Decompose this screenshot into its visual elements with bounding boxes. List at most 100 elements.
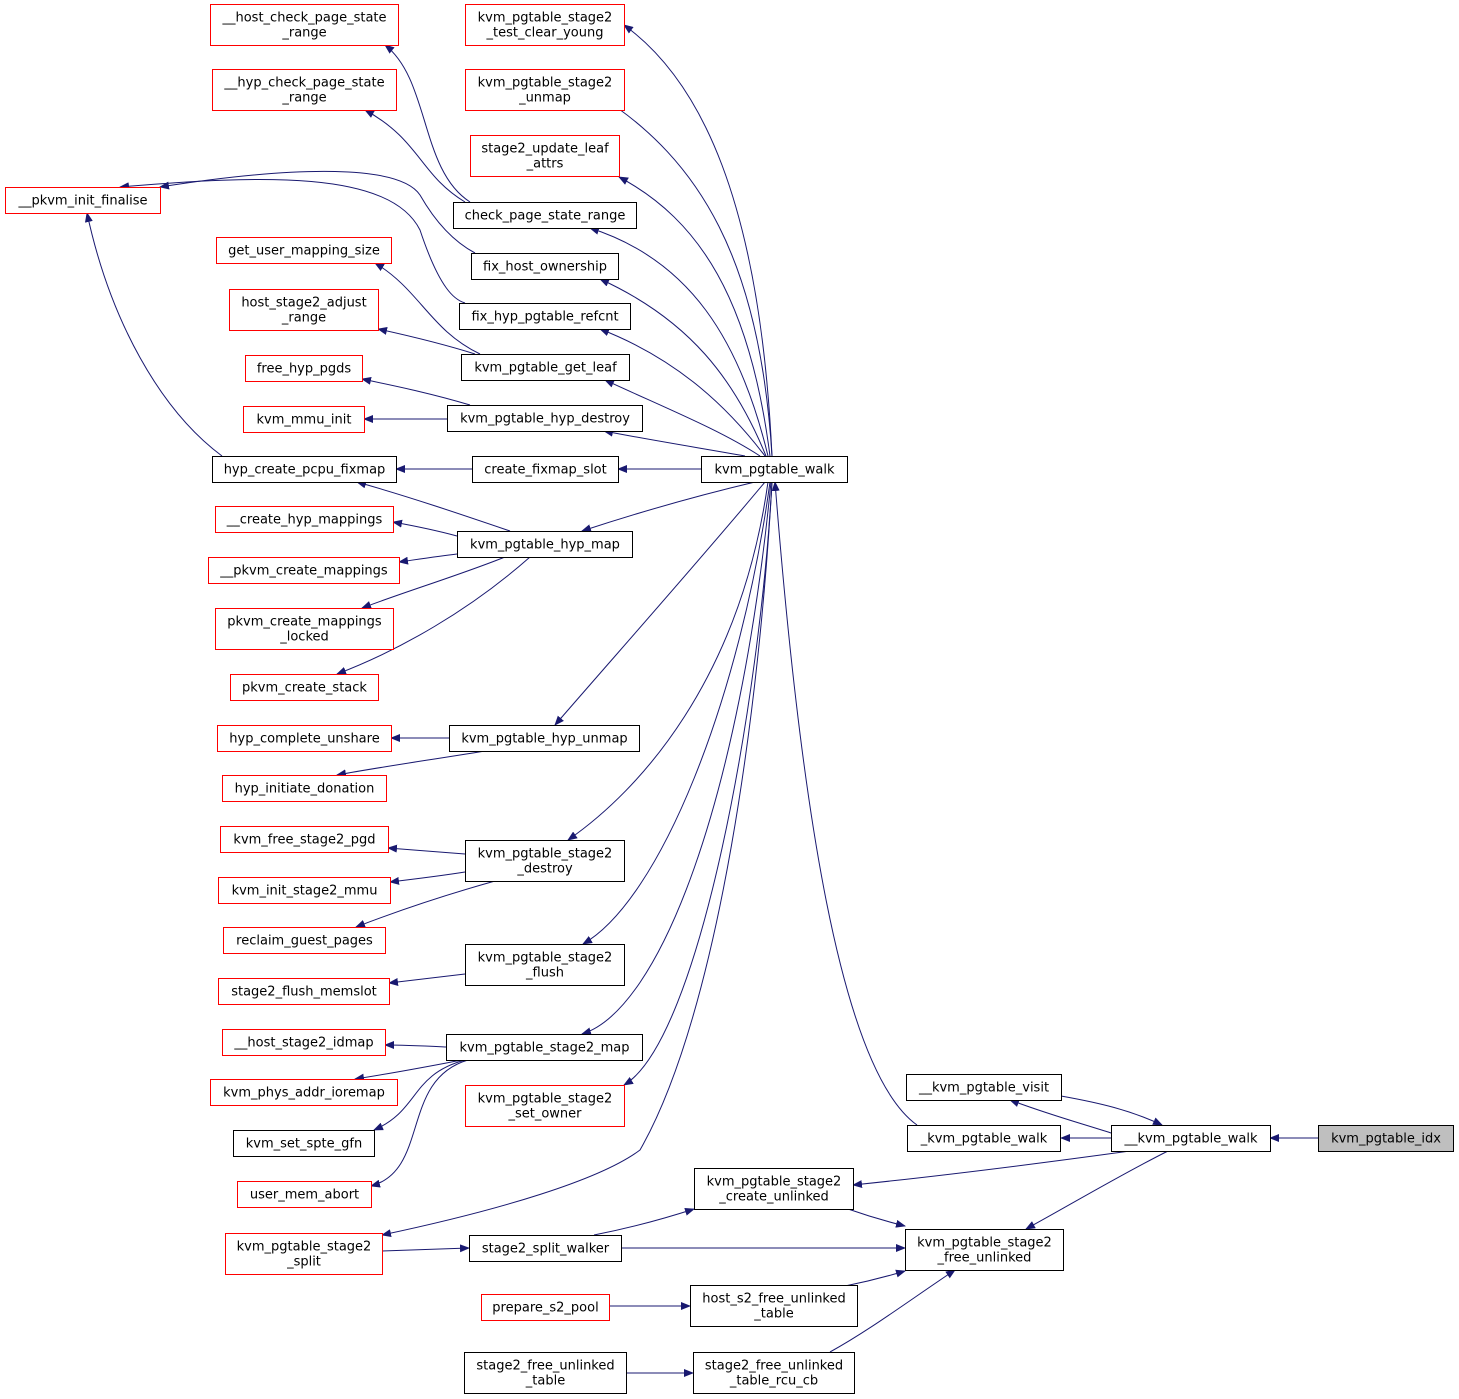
function-node-reclaim-guest-pages[interactable]: reclaim_guest_pages [223, 927, 386, 954]
function-node-kvm-pgtable-walk[interactable]: __kvm_pgtable_walk [1111, 1125, 1271, 1152]
function-node-stage2-flush[interactable]: kvm_pgtable_stage2_flush [465, 944, 625, 986]
function-node-kvm-pgtable-hyp-unmap[interactable]: kvm_pgtable_hyp_unmap [449, 725, 640, 752]
call-edge [581, 481, 772, 1036]
call-edge [119, 178, 466, 304]
node-box [693, 1352, 855, 1394]
node-box [471, 253, 619, 280]
node-label: user_mem_abort [250, 1188, 359, 1203]
call-edge [381, 481, 773, 1238]
call-edge [603, 428, 746, 457]
node-label: _test_clear_young [486, 26, 604, 41]
node-label: kvm_pgtable_stage2_map [459, 1041, 629, 1056]
function-node-kvm-mmu-init[interactable]: kvm_mmu_init [243, 406, 365, 433]
call-edge [159, 170, 476, 254]
function-node-test-clear-young[interactable]: kvm_pgtable_stage2_test_clear_young [465, 4, 625, 46]
node-box [701, 456, 848, 483]
node-box [465, 1085, 625, 1127]
node-label: _table [753, 1307, 793, 1322]
function-node-host-stage2-idmap[interactable]: __host_stage2_idmap [222, 1029, 386, 1056]
function-node-pkvm-create-stack[interactable]: pkvm_create_stack [230, 674, 379, 701]
function-node-hyp-check[interactable]: __hyp_check_page_state_range [212, 69, 397, 111]
node-label: _set_owner [507, 1107, 582, 1122]
call-edge [336, 556, 531, 675]
function-node-fix-host-ownership[interactable]: fix_host_ownership [471, 253, 619, 280]
function-node-pkvm-create-mappings[interactable]: __pkvm_create_mappings [208, 557, 400, 584]
node-label: _free_unlinked [937, 1251, 1032, 1266]
function-node-user-mem-abort[interactable]: user_mem_abort [237, 1181, 372, 1208]
function-node-hyp-complete-unshare[interactable]: hyp_complete_unshare [217, 725, 392, 752]
function-node-kvm-pgtable-hyp-map[interactable]: kvm_pgtable_hyp_map [457, 531, 633, 558]
function-node-kvm-phys-addr-ioremap[interactable]: kvm_phys_addr_ioremap [210, 1079, 398, 1106]
function-node-kvm-pgtable-stage2-split[interactable]: kvm_pgtable_stage2_split [225, 1233, 383, 1275]
node-box [233, 1130, 375, 1157]
node-label: host_stage2_adjust [241, 296, 366, 311]
node-label: kvm_pgtable_stage2 [478, 1092, 613, 1107]
node-box [464, 1352, 627, 1394]
call-edge [847, 1208, 906, 1228]
function-node-kvm-pgtable-visit[interactable]: __kvm_pgtable_visit [906, 1074, 1062, 1101]
node-box [1111, 1125, 1271, 1152]
node-label: kvm_pgtable_stage2 [478, 847, 613, 862]
function-node-host-stage2-adjust[interactable]: host_stage2_adjust_range [229, 289, 379, 331]
function-node-stage2-free-unlinked-table-rcu-cb[interactable]: stage2_free_unlinked_table_rcu_cb [693, 1352, 855, 1394]
node-box [225, 1233, 383, 1275]
node-label: kvm_mmu_init [256, 413, 351, 428]
function-node-stage2-free-unlinked-table[interactable]: stage2_free_unlinked_table [464, 1352, 627, 1394]
function-node-host-check[interactable]: __host_check_page_state_range [210, 4, 399, 46]
call-edge [604, 379, 761, 457]
node-label: kvm_set_spte_gfn [246, 1137, 362, 1152]
function-node-hyp-initiate-donation[interactable]: hyp_initiate_donation [222, 775, 387, 802]
function-node-prepare-s2-pool[interactable]: prepare_s2_pool [481, 1294, 610, 1321]
function-node-stage2-free-unlinked[interactable]: kvm_pgtable_stage2_free_unlinked [905, 1229, 1064, 1271]
function-node-kvm-set-spte-gfn[interactable]: kvm_set_spte_gfn [233, 1130, 375, 1157]
function-node-stage2-flush-memslot[interactable]: stage2_flush_memslot [218, 978, 390, 1005]
node-box [218, 877, 391, 904]
function-node-pkvm-init-finalise[interactable]: __pkvm_init_finalise [5, 187, 161, 214]
function-node-host-s2-free-unlinked-table[interactable]: host_s2_free_unlinked_table [690, 1285, 858, 1327]
function-node-kvm-free-stage2-pgd[interactable]: kvm_free_stage2_pgd [220, 826, 389, 853]
function-node-kvm-pgtable-walk[interactable]: kvm_pgtable_walk [701, 456, 848, 483]
function-node-kvm-pgtable-hyp-destroy[interactable]: kvm_pgtable_hyp_destroy [447, 405, 643, 432]
node-box [465, 69, 625, 111]
node-label: kvm_pgtable_stage2 [917, 1236, 1052, 1251]
function-node-fix-hyp-pgtable-refcnt[interactable]: fix_hyp_pgtable_refcnt [459, 303, 631, 330]
function-node-stage2-update-leaf-attrs[interactable]: stage2_update_leaf_attrs [470, 135, 620, 177]
function-node-kvm-pgtable-walk[interactable]: _kvm_pgtable_walk [907, 1125, 1061, 1152]
node-label: pkvm_create_stack [242, 681, 367, 696]
node-box [1318, 1125, 1454, 1152]
call-edge [593, 1207, 695, 1236]
call-edge [829, 1269, 956, 1353]
call-edge [599, 278, 767, 457]
function-node-stage2-map[interactable]: kvm_pgtable_stage2_map [446, 1034, 643, 1061]
function-node-stage2-create-unlinked[interactable]: kvm_pgtable_stage2_create_unlinked [694, 1168, 854, 1210]
function-node-free-hyp-pgds[interactable]: free_hyp_pgds [245, 355, 363, 382]
function-node-create-fixmap-slot[interactable]: create_fixmap_slot [472, 456, 619, 483]
node-label: check_page_state_range [465, 209, 626, 224]
node-box [465, 944, 625, 986]
node-label: __kvm_pgtable_visit [918, 1081, 1049, 1096]
function-node-stage2-destroy[interactable]: kvm_pgtable_stage2_destroy [465, 840, 625, 882]
function-node-check-page-state-range[interactable]: check_page_state_range [453, 202, 637, 229]
node-label: __pkvm_init_finalise [17, 194, 147, 209]
node-label: pkvm_create_mappings [227, 615, 382, 630]
function-node-stage2-unmap[interactable]: kvm_pgtable_stage2_unmap [465, 69, 625, 111]
function-node-stage2-split-walker[interactable]: stage2_split_walker [469, 1235, 622, 1262]
function-node-pkvm-create-mappings-locked[interactable]: pkvm_create_mappings_locked [215, 608, 394, 650]
function-node-get-user-mapping-size[interactable]: get_user_mapping_size [216, 237, 392, 264]
node-label: _split [286, 1255, 321, 1270]
call-edge [852, 1150, 1131, 1189]
call-edge [599, 95, 773, 457]
function-node-stage2-set-owner[interactable]: kvm_pgtable_stage2_set_owner [465, 1085, 625, 1127]
node-label: free_hyp_pgds [257, 362, 352, 377]
function-node-kvm-init-stage2-mmu[interactable]: kvm_init_stage2_mmu [218, 877, 391, 904]
node-box [694, 1168, 854, 1210]
call-edge [582, 481, 771, 945]
node-label: _range [281, 91, 326, 106]
node-box [237, 1181, 372, 1208]
node-label: _destroy [516, 862, 573, 877]
node-label: __kvm_pgtable_walk [1123, 1132, 1258, 1147]
function-node-kvm-pgtable-get-leaf[interactable]: kvm_pgtable_get_leaf [461, 354, 630, 381]
node-label: kvm_init_stage2_mmu [232, 884, 378, 899]
function-node-create-hyp-mappings[interactable]: __create_hyp_mappings [215, 506, 394, 533]
function-node-hyp-create-pcpu-fixmap[interactable]: hyp_create_pcpu_fixmap [212, 456, 397, 483]
